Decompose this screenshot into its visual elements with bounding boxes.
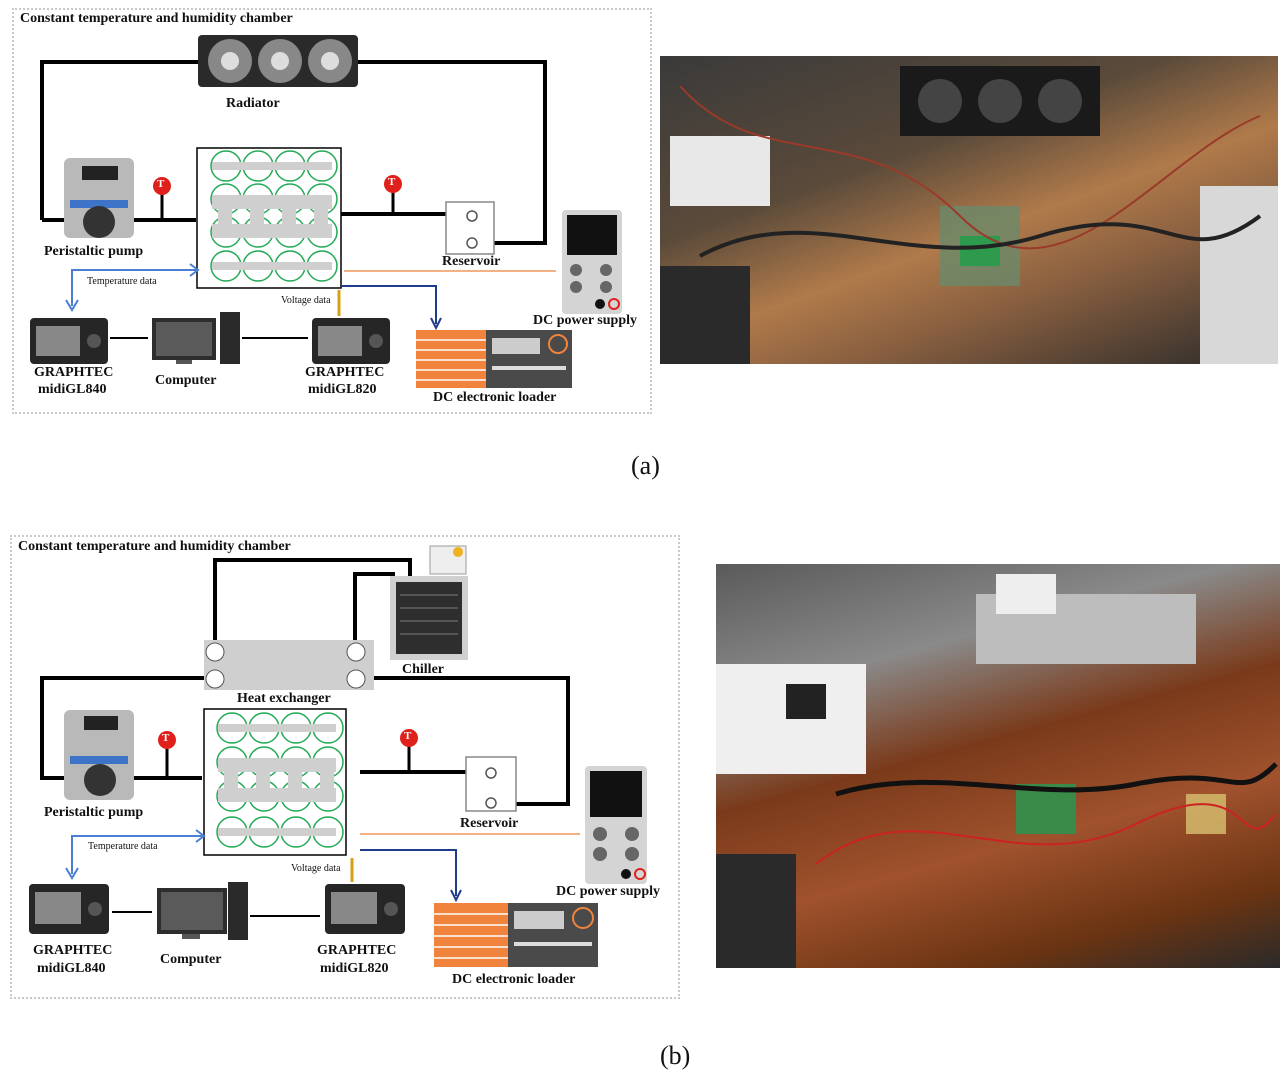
radiator-label: Radiator: [226, 96, 280, 111]
loader-label-a: DC electronic loader: [433, 390, 557, 405]
voltage-data-label-a: Voltage data: [281, 295, 331, 306]
logger-left-label-a-1: GRAPHTEC: [34, 365, 114, 380]
logger-left-label-b-2: midiGL840: [37, 961, 106, 976]
caption-b: (b): [660, 1041, 691, 1070]
data-logger-gl840-icon: [29, 884, 109, 934]
heat-exchanger-icon: [204, 640, 374, 690]
reservoir-label-b: Reservoir: [460, 816, 519, 831]
radiator-icon: [198, 35, 358, 87]
chiller-label: Chiller: [402, 662, 444, 677]
power-supply-label-b: DC power supply: [556, 884, 660, 899]
reservoir-label-a: Reservoir: [442, 254, 501, 269]
dc-electronic-loader-icon: [434, 903, 598, 967]
schematic-panel-a: [12, 8, 652, 414]
battery-module-icon: [196, 147, 342, 289]
dc-power-supply-icon: [585, 766, 647, 884]
chamber-title-b: Constant temperature and humidity chambe…: [18, 539, 291, 554]
setup-photo-a: [660, 56, 1278, 364]
logger-right-label-a-1: GRAPHTEC: [305, 365, 385, 380]
sensor-mark-a-1: T: [157, 178, 165, 190]
data-logger-gl840-icon: [30, 318, 108, 364]
peristaltic-pump-icon: [64, 158, 134, 238]
temperature-sensor-icon: [158, 729, 418, 778]
voltage-data-label-b: Voltage data: [291, 863, 341, 874]
data-connection-arrows-b: [65, 829, 580, 917]
temperature-data-label-a: Temperature data: [87, 276, 157, 287]
schematic-panel-b: [10, 535, 680, 999]
peristaltic-pump-icon: [64, 710, 134, 800]
reservoir-icon: [445, 201, 495, 255]
chiller-icon: [390, 545, 468, 660]
logger-right-label-b-2: midiGL820: [320, 961, 389, 976]
computer-label-a: Computer: [155, 373, 217, 388]
pump-label-a: Peristaltic pump: [44, 244, 144, 259]
dc-electronic-loader-icon: [416, 330, 572, 388]
sensor-mark-a-2: T: [388, 176, 396, 188]
logger-left-label-b-1: GRAPHTEC: [33, 943, 113, 958]
temperature-sensor-icon: [153, 175, 402, 220]
pump-label-b: Peristaltic pump: [44, 805, 144, 820]
chamber-title-a: Constant temperature and humidity chambe…: [20, 11, 293, 26]
data-logger-gl820-icon: [325, 884, 405, 934]
temperature-data-label-b: Temperature data: [88, 841, 158, 852]
loader-label-b: DC electronic loader: [452, 972, 576, 987]
logger-right-label-a-2: midiGL820: [308, 382, 377, 397]
computer-icon: [152, 312, 240, 364]
logger-right-label-b-1: GRAPHTEC: [317, 943, 397, 958]
setup-photo-b: [716, 564, 1280, 968]
computer-label-b: Computer: [160, 952, 222, 967]
reservoir-icon: [465, 756, 517, 812]
caption-a: (a): [631, 451, 660, 480]
dc-power-supply-icon: [562, 210, 622, 314]
sensor-mark-b-1: T: [162, 732, 170, 744]
heat-exchanger-label: Heat exchanger: [237, 691, 331, 706]
data-connection-arrows-a: [65, 263, 556, 339]
power-supply-label-a: DC power supply: [533, 313, 637, 328]
logger-left-label-a-2: midiGL840: [38, 382, 107, 397]
computer-icon: [157, 882, 248, 940]
sensor-mark-b-2: T: [404, 730, 412, 742]
battery-module-icon: [203, 708, 347, 856]
data-logger-gl820-icon: [312, 318, 390, 364]
